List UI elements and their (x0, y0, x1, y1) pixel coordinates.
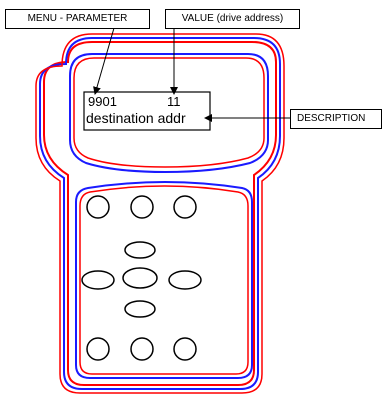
lcd-screen (83, 91, 211, 131)
keypad-button-right[interactable] (168, 270, 202, 290)
display-bezel (69, 53, 269, 174)
keypad-button-bottom-left[interactable] (86, 337, 110, 361)
keypad-panel (75, 181, 253, 379)
description-label: DESCRIPTION (290, 109, 382, 129)
keypad-button-bottom-right[interactable] (173, 337, 197, 361)
device-body (35, 33, 285, 394)
value-label: VALUE (drive address) (165, 9, 300, 29)
keypad-button-bottom-middle[interactable] (130, 337, 154, 361)
lcd-parameter-value: 11 (167, 94, 181, 109)
keypad-button-up[interactable] (124, 241, 156, 259)
keypad-button-down[interactable] (124, 300, 156, 318)
lcd-description-text: destination addr (86, 110, 186, 126)
menu-parameter-arrow (93, 27, 115, 95)
keypad-button-left[interactable] (81, 270, 115, 290)
keypad-button-top-right[interactable] (173, 195, 197, 219)
keypad-button-center[interactable] (122, 267, 158, 289)
menu-parameter-label: MENU - PARAMETER (5, 9, 150, 29)
keypad-button-top-middle[interactable] (130, 195, 154, 219)
lcd-parameter-code: 9901 (88, 94, 117, 109)
keypad-button-top-left[interactable] (86, 195, 110, 219)
